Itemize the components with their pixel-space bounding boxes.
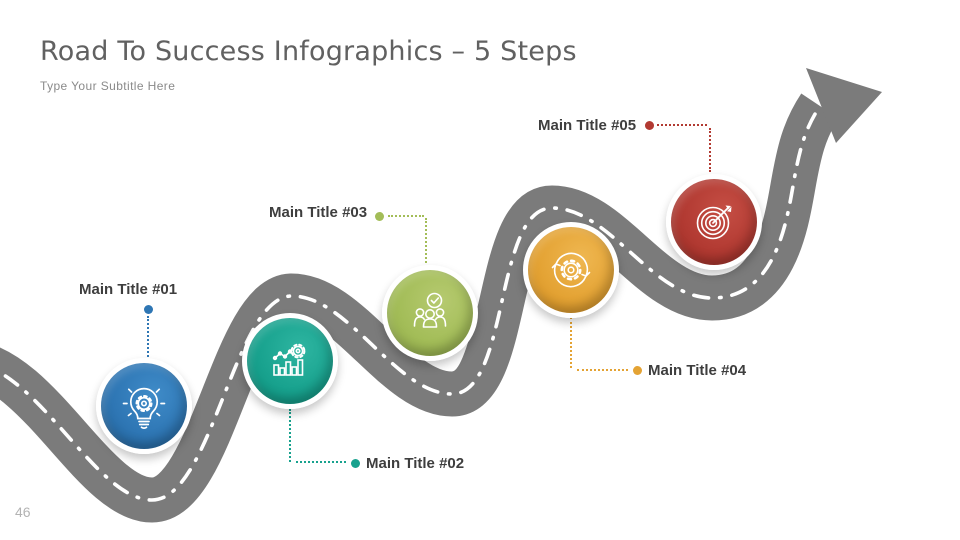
team-approved-icon xyxy=(413,292,447,328)
step-circle-2 xyxy=(242,313,338,409)
step-2-leader-line xyxy=(289,409,291,462)
page-title: Road To Success Infographics – 5 Steps xyxy=(40,36,577,67)
step-2-label: Main Title #02 xyxy=(366,455,465,472)
step-circle-1 xyxy=(96,358,192,454)
step-3-leader-line-h xyxy=(388,215,424,217)
step-4-label: Main Title #04 xyxy=(648,362,747,379)
growth-chart-icon xyxy=(272,343,306,376)
step-2-leader-line-h xyxy=(296,461,346,463)
process-gear-icon xyxy=(551,252,591,288)
step-1-leader-dot xyxy=(143,304,153,314)
step-4-leader-line xyxy=(570,317,572,368)
step-3-leader-dot xyxy=(374,211,384,221)
step-5-leader-line xyxy=(709,128,711,172)
step-circle-4 xyxy=(523,222,619,318)
slide-subtitle: Type Your Subtitle Here xyxy=(40,79,176,93)
step-4-leader-line-h xyxy=(577,369,628,371)
target-arrow-icon xyxy=(696,205,732,240)
lightbulb-idea-icon xyxy=(122,387,166,429)
step-4-leader-dot xyxy=(632,365,642,375)
step-2-leader-dot xyxy=(350,458,360,468)
step-5-leader-line-h xyxy=(657,124,707,126)
step-5-leader-dot xyxy=(644,120,654,130)
step-circle-3 xyxy=(382,265,478,361)
road-arrow-head xyxy=(806,68,882,143)
step-1-leader-line xyxy=(147,316,149,357)
step-1-label: Main Title #01 xyxy=(79,281,178,298)
step-5-label: Main Title #05 xyxy=(538,117,637,134)
road-centerline xyxy=(0,104,822,502)
step-3-leader-line xyxy=(425,218,427,263)
step-3-label: Main Title #03 xyxy=(269,204,368,221)
page-number: 46 xyxy=(15,504,31,520)
road-path xyxy=(0,68,882,523)
step-circle-5 xyxy=(666,174,762,270)
